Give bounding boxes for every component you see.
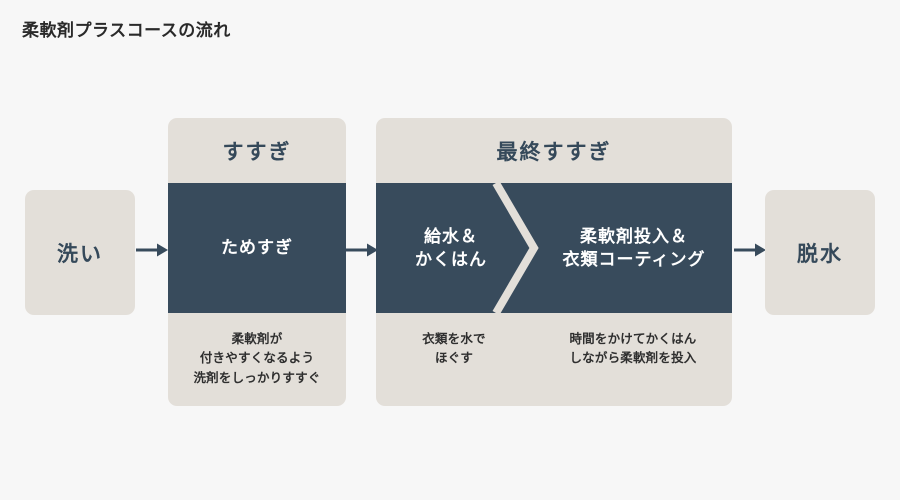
stage-panel-final-rinse: 最終すすぎ 給水＆ かくはん 柔軟剤投入＆ 衣類コーティング 衣類を水で ほぐす… [376,118,732,406]
stage-panel-rinse: すすぎ ためすぎ 柔軟剤が 付きやすくなるよう 洗剤をしっかりすすぐ [168,118,346,406]
caption-zone-final-rinse: 衣類を水で ほぐす 時間をかけてかくはん しながら柔軟剤を投入 [376,313,732,406]
step-caption-water-supply: 衣類を水で ほぐす [422,332,486,366]
step-label-water-supply: 給水＆ かくはん [415,226,487,269]
step-label-softener: 柔軟剤投入＆ 衣類コーティング [562,226,706,269]
arrow-right-icon [136,238,168,262]
flow-box-wash-label: 洗い [57,242,103,266]
arrow-right-icon [346,238,378,262]
step-label-tamesusugi: ためすぎ [221,238,293,258]
stage-band-rinse: ためすぎ [168,183,346,313]
stage-header-rinse: すすぎ [168,118,346,183]
step-caption-softener: 時間をかけてかくはん しながら柔軟剤を投入 [569,332,697,366]
flow-box-spin: 脱水 [765,190,875,315]
flow-box-wash: 洗い [25,190,135,315]
step-caption-tamesusugi: 柔軟剤が 付きやすくなるよう 洗剤をしっかりすすぐ [193,332,321,385]
arrow-right-icon [734,238,766,262]
step-cell-tamesusugi: ためすぎ [168,183,346,313]
stage-header-final-rinse-label: 最終すすぎ [496,140,612,164]
stage-header-rinse-label: すすぎ [222,140,292,164]
caption-zone-rinse: 柔軟剤が 付きやすくなるよう 洗剤をしっかりすすぐ [168,313,346,406]
stage-band-final-rinse: 給水＆ かくはん 柔軟剤投入＆ 衣類コーティング [376,180,732,316]
step-cell-water-supply: 給水＆ かくはん [376,183,526,313]
flow-box-spin-label: 脱水 [797,242,843,266]
stage-header-final-rinse: 最終すすぎ [376,118,732,183]
step-cell-softener: 柔軟剤投入＆ 衣類コーティング [536,183,732,313]
page-title: 柔軟剤プラスコースの流れ [22,21,231,40]
